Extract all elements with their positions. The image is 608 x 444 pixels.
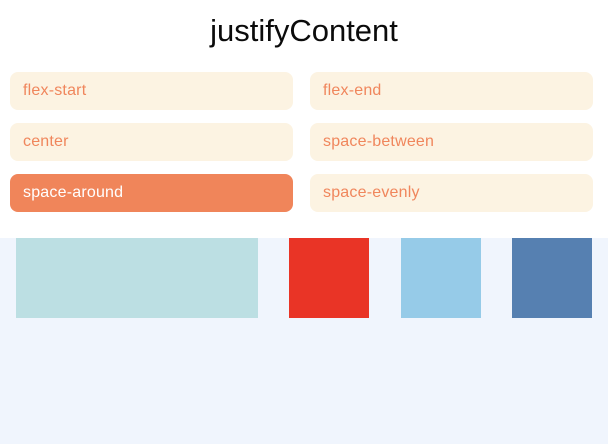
steelblue-box: [512, 238, 593, 318]
option-button-label: flex-start: [23, 82, 87, 99]
option-button-label: space-between: [323, 133, 435, 150]
page-title: justifyContent: [210, 13, 398, 48]
option-button-center[interactable]: center: [10, 123, 293, 161]
option-button-space-around[interactable]: space-around: [10, 174, 293, 212]
option-button-label: space-evenly: [323, 184, 420, 201]
option-button-label: flex-end: [323, 82, 382, 99]
flex-preview-container: [0, 238, 608, 444]
option-button-flex-start[interactable]: flex-start: [10, 72, 293, 110]
option-button-space-between[interactable]: space-between: [310, 123, 593, 161]
options-grid: flex-start flex-end center space-between…: [0, 72, 608, 212]
option-button-label: center: [23, 133, 69, 150]
option-button-space-evenly[interactable]: space-evenly: [310, 174, 593, 212]
option-button-flex-end[interactable]: flex-end: [310, 72, 593, 110]
option-button-label: space-around: [23, 184, 124, 201]
skyblue-box: [400, 238, 481, 318]
red-box: [289, 238, 370, 318]
powderblue-box: [15, 238, 258, 318]
